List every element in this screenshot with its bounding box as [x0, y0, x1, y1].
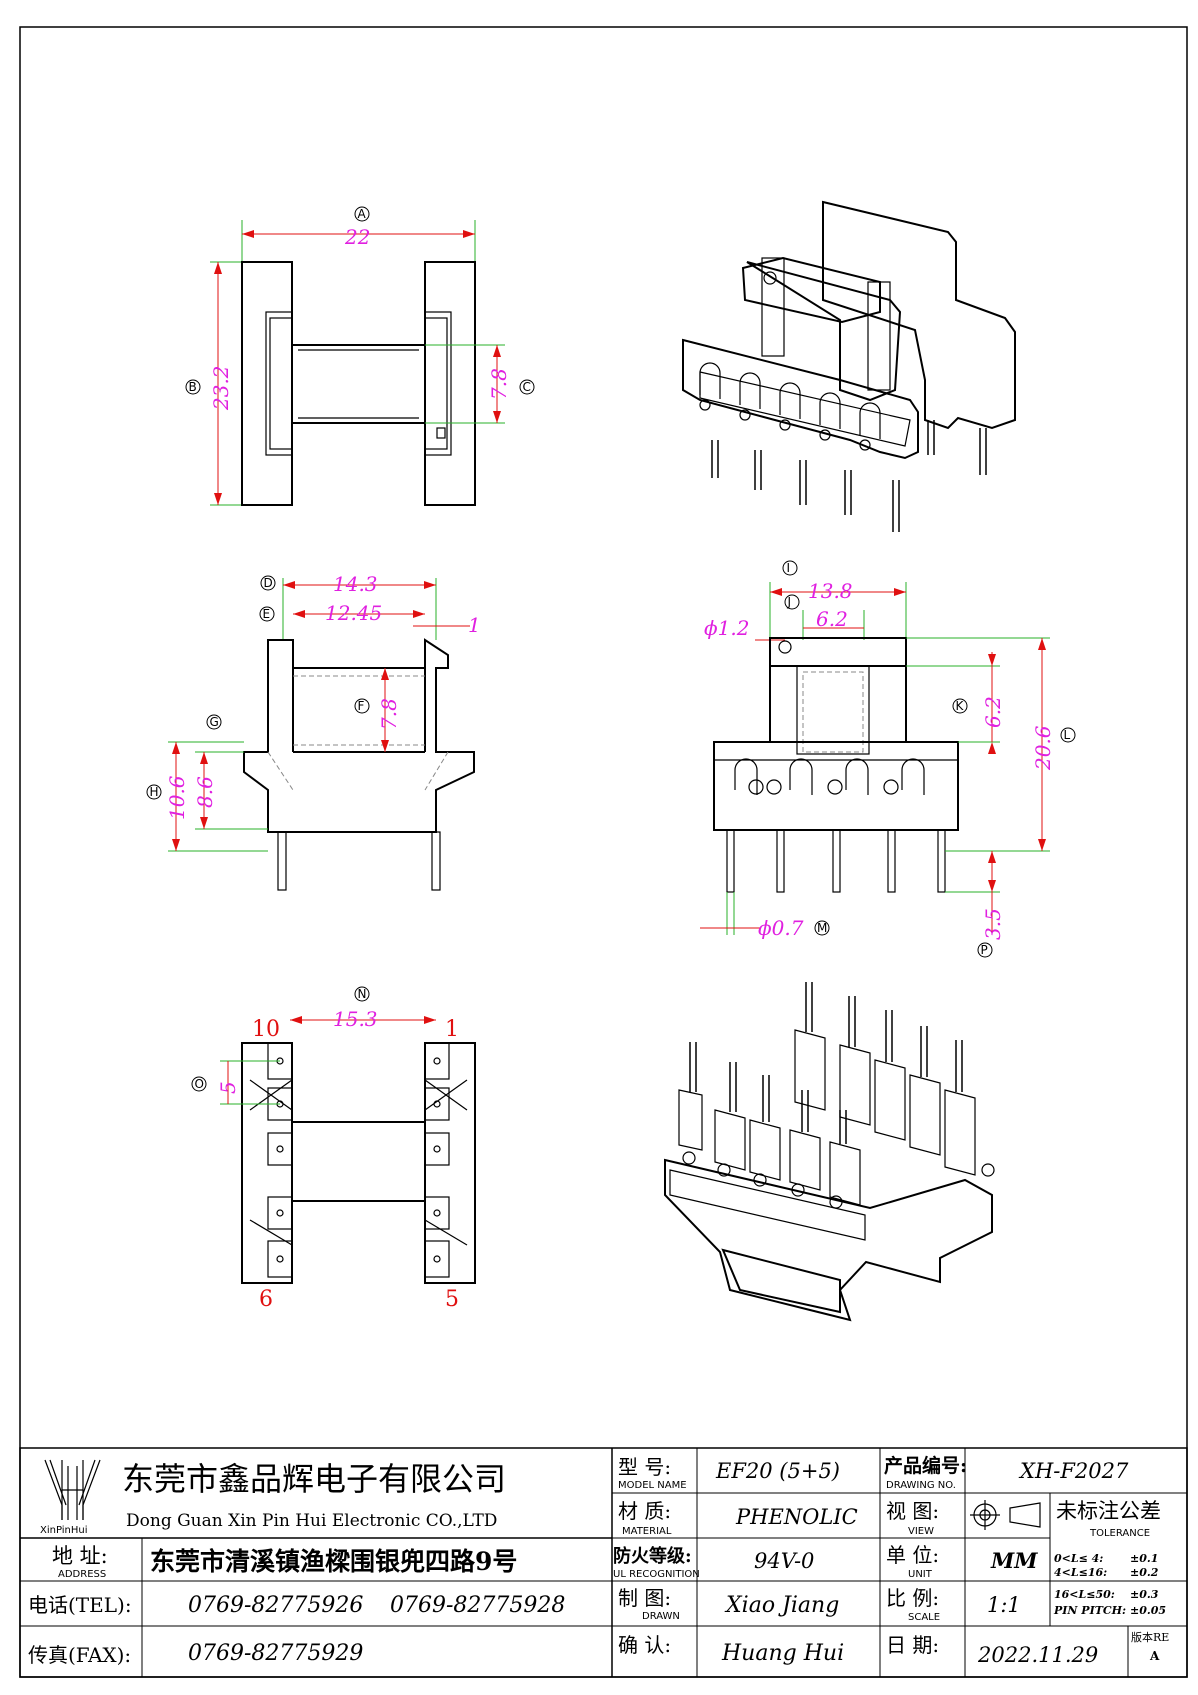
tol-row-2-value: ±0.2 — [1130, 1566, 1159, 1579]
bubble-b: B — [189, 380, 197, 394]
material-label-en: MATERIAL — [622, 1526, 672, 1537]
tolerance-title: 未标注公差 — [1056, 1499, 1161, 1523]
dim-front-width: 13.8 — [808, 579, 853, 603]
dim-front-pin-dia: ϕ0.7 — [758, 916, 804, 940]
bubble-p: P — [981, 943, 988, 957]
unit-label-en: UNIT — [908, 1569, 933, 1580]
iso-view-bottom — [664, 982, 995, 1322]
tol-row-3-value: ±0.3 — [1130, 1588, 1159, 1601]
dim-side-inner: 12.45 — [325, 601, 382, 625]
check-label: 确 认: — [618, 1633, 671, 1657]
pin-label-1: 1 — [445, 1017, 459, 1042]
tol-row-1-value: ±0.1 — [1130, 1552, 1158, 1565]
pin-label-6: 6 — [259, 1287, 273, 1312]
scale-label-en: SCALE — [908, 1612, 940, 1623]
dim-front-pin-len: 3.5 — [981, 908, 1005, 940]
dim-side-core: 7.8 — [377, 698, 401, 730]
check-value: Huang Hui — [721, 1641, 844, 1666]
dim-top-core: 7.8 — [487, 368, 511, 400]
sheet-border — [19, 26, 1188, 1678]
dim-front-hole: ϕ1.2 — [704, 616, 749, 640]
dim-side-outer: 14.3 — [333, 572, 378, 596]
bubble-o: O — [195, 1077, 204, 1091]
ul-label: 防火等级: — [613, 1545, 692, 1567]
date-label: 日 期: — [886, 1633, 939, 1657]
address-label-en: ADDRESS — [58, 1569, 106, 1580]
tol-row-4: PIN PITCH: — [1053, 1604, 1126, 1617]
tol-row-4-value: ±0.05 — [1130, 1604, 1166, 1617]
bubble-c: C — [523, 380, 531, 394]
bubble-k: K — [956, 699, 965, 713]
drawn-label: 制 图: — [618, 1586, 671, 1610]
dim-side-h2: 8.6 — [193, 776, 217, 808]
tel-label: 电话(TEL): — [28, 1593, 132, 1617]
bubble-l: L — [1064, 728, 1071, 742]
dim-top-width: 22 — [344, 225, 370, 249]
projection-symbol — [970, 1500, 1041, 1530]
bubble-h: H — [150, 785, 159, 799]
ul-value: 94V-0 — [754, 1549, 814, 1573]
bottom-view: 15.3 N 10 1 6 5 5 — [191, 986, 476, 1312]
view-label-en: VIEW — [908, 1526, 934, 1537]
bubble-d: D — [264, 576, 273, 590]
drawing-no-value: XH-F2027 — [1018, 1459, 1129, 1483]
bubble-n: N — [358, 987, 367, 1001]
rev-value: A — [1149, 1649, 1160, 1663]
unit-label: 单 位: — [886, 1543, 939, 1567]
fax-value: 0769-82775929 — [188, 1641, 363, 1666]
ul-label-en: UL RECOGNITION — [613, 1569, 700, 1580]
model-label-en: MODEL NAME — [618, 1480, 687, 1491]
address-value: 东莞市清溪镇渔樑围银兜四路9号 — [150, 1547, 517, 1576]
material-label: 材 质: — [618, 1499, 671, 1523]
bubble-e: E — [263, 607, 271, 621]
model-value: EF20 (5+5) — [715, 1459, 840, 1483]
bubble-a: A — [358, 207, 367, 221]
top-view: 22 A 23.2 B 7.8 C — [185, 206, 535, 506]
front-view: 13.8 I 6.2 J ϕ1.2 — [700, 560, 1076, 958]
bubble-i: I — [787, 561, 791, 575]
logo-caption: XinPinHui — [40, 1525, 88, 1536]
address-label: 地 址: — [52, 1544, 108, 1568]
model-label: 型 号: — [618, 1455, 671, 1479]
material-value: PHENOLIC — [735, 1505, 858, 1529]
scale-label: 比 例: — [886, 1586, 939, 1610]
dim-side-h1: 10.6 — [165, 775, 189, 820]
iso-view-top — [682, 200, 1016, 532]
date-value: 2022.11.29 — [977, 1643, 1098, 1667]
bubble-f: F — [358, 699, 365, 713]
company-name-cn: 东莞市鑫品辉电子有限公司 — [122, 1460, 506, 1498]
dim-top-height: 23.2 — [209, 365, 233, 411]
fax-label: 传真(FAX): — [28, 1643, 131, 1667]
dim-bottom-pitch: 5 — [216, 1081, 240, 1094]
tel-1: 0769-82775926 — [188, 1593, 363, 1618]
tol-row-1: 0<L≤ 4: — [1054, 1552, 1103, 1565]
bubble-m: M — [817, 921, 827, 935]
dim-front-slot: 6.2 — [816, 607, 848, 631]
dim-bottom-span: 15.3 — [333, 1007, 378, 1031]
side-view: 14.3 D 12.45 E 1 7.8 F — [146, 572, 481, 891]
bubble-g: G — [210, 715, 219, 729]
tol-row-2: 4<L≤16: — [1054, 1566, 1107, 1579]
dim-front-slot-h: 6.2 — [981, 696, 1005, 728]
drawn-value: Xiao Jiang — [724, 1593, 839, 1618]
scale-value: 1:1 — [987, 1593, 1021, 1617]
dim-front-height: 20.6 — [1031, 725, 1055, 771]
bubble-j: J — [787, 595, 792, 609]
tolerance-label-en: TOLERANCE — [1089, 1528, 1150, 1539]
tel-2: 0769-82775928 — [390, 1593, 565, 1618]
title-block: XinPinHui 东莞市鑫品辉电子有限公司 Dong Guan Xin Pin… — [19, 1447, 1188, 1678]
dim-side-flange: 1 — [468, 613, 481, 637]
pin-label-5: 5 — [445, 1287, 459, 1312]
pin-label-10: 10 — [252, 1017, 280, 1042]
view-label: 视 图: — [886, 1499, 939, 1523]
company-name-en: Dong Guan Xin Pin Hui Electronic CO.,LTD — [126, 1511, 497, 1531]
drawing-no-label-en: DRAWING NO. — [886, 1480, 956, 1491]
tol-row-3: 16<L≤50: — [1054, 1588, 1115, 1601]
drawing-no-label: 产品编号: — [884, 1454, 967, 1477]
company-logo — [44, 1459, 101, 1520]
unit-value: MM — [990, 1548, 1038, 1573]
drawn-label-en: DRAWN — [642, 1611, 680, 1622]
rev-label: 版本RE — [1131, 1630, 1169, 1644]
